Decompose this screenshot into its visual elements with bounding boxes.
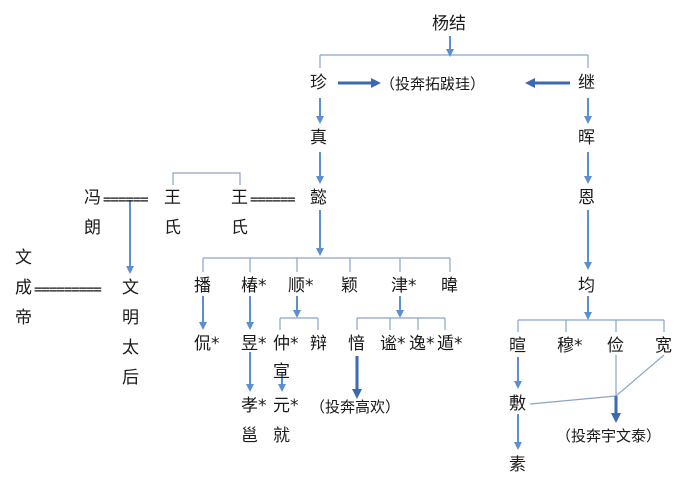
yangjie-sons-bracket: [319, 54, 589, 68]
node-jian: 俭: [607, 336, 624, 356]
node-hui: 晖: [578, 128, 595, 148]
node-wang-2a: 王: [231, 188, 248, 208]
node-lang: 朗: [84, 218, 101, 238]
node-shun: 顺*: [288, 276, 314, 296]
node-ji: 继: [578, 73, 595, 93]
node-yiyi: 逸*: [409, 334, 435, 354]
marriage-wen-cheng: =========: [34, 282, 102, 298]
node-wenming-tai: 太: [122, 338, 139, 358]
node-mi: 谧*: [380, 334, 406, 354]
node-wenming-hou: 后: [122, 368, 139, 388]
node-ai: 邕: [241, 426, 258, 446]
note-fled-yuwentai: （投奔宇文泰）: [556, 427, 662, 445]
node-jin: 津*: [391, 276, 417, 296]
node-kan: 侃*: [194, 334, 220, 354]
node-feng: 冯: [84, 188, 101, 208]
node-zhong: 仲*: [273, 334, 299, 354]
node-xuan: 暄: [509, 336, 526, 356]
wang-bracket: [172, 172, 241, 185]
node-wenming-wen: 文: [122, 278, 139, 298]
node-ying: 颖: [341, 276, 358, 296]
node-yu: 昱*: [241, 334, 267, 354]
yi-sons-bracket: [202, 257, 451, 272]
fu-brothers-link: [529, 354, 665, 405]
note-fled-gaohuan: （投奔高欢）: [310, 398, 401, 416]
note-fled-tuoba: （投奔拓跋珪）: [380, 75, 486, 93]
node-yuan: 元*: [273, 396, 299, 416]
node-wang-1a: 王: [164, 188, 181, 208]
node-xiao: 孝*: [241, 396, 267, 416]
node-yin: 愔: [348, 334, 365, 354]
node-yangjie: 杨结: [432, 14, 466, 34]
node-wang-2b: 氏: [231, 218, 248, 238]
node-wang-1b: 氏: [164, 218, 181, 238]
node-cheng: 成: [15, 278, 32, 298]
node-bian: 辩: [310, 334, 327, 354]
node-bo: 播: [194, 276, 211, 296]
node-fu: 敷: [509, 394, 526, 414]
node-zhen-2: 真: [310, 128, 327, 148]
node-jiu: 就: [273, 426, 290, 446]
node-su: 素: [509, 455, 526, 475]
node-wenming-ming: 明: [122, 308, 139, 328]
node-zhen-1: 珍: [310, 73, 327, 93]
node-wei: 暐: [441, 276, 458, 296]
marriage-feng-wang: ======: [103, 192, 149, 208]
node-en: 恩: [578, 188, 595, 208]
node-kuan: 宽: [655, 336, 672, 356]
node-dun: 遁*: [437, 334, 463, 354]
jun-sons-bracket: [517, 319, 665, 332]
node-wen: 文: [15, 248, 32, 268]
node-xuan-2: 宣: [273, 362, 290, 382]
node-jun: 均: [578, 276, 595, 296]
node-di: 帝: [15, 308, 32, 328]
node-mu: 穆*: [557, 336, 583, 356]
marriage-wang-yi: ======: [250, 192, 296, 208]
node-chun: 椿*: [241, 276, 267, 296]
shun-sons-bracket: [279, 317, 319, 330]
node-yi: 懿: [310, 188, 327, 208]
jin-sons-bracket: [356, 317, 446, 330]
